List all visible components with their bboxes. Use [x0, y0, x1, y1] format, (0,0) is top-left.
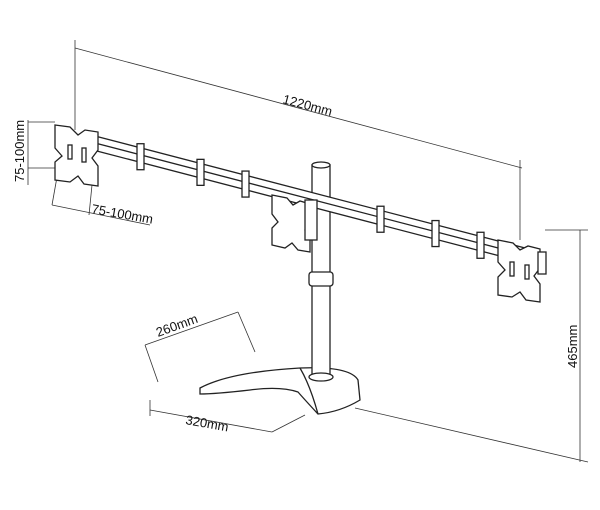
cable-clip: [431, 219, 440, 248]
vesa-plate-center: [271, 194, 318, 253]
base-dimension-lines: [144, 311, 306, 433]
width-dimension-line: [74, 40, 523, 240]
height-label: 465mm: [565, 325, 580, 368]
vesa-dimension-lines: [27, 120, 151, 226]
cable-clip: [136, 143, 145, 171]
cable-clip: [376, 205, 385, 233]
base: [199, 367, 361, 415]
cable-clip: [241, 170, 250, 198]
vesa-horizontal-label: 75-100mm: [90, 201, 154, 227]
height-dimension-line: [354, 229, 589, 463]
total-width-label: 1220mm: [281, 91, 334, 119]
cable-clip: [196, 158, 205, 186]
vesa-vertical-label: 75-100mm: [12, 120, 27, 182]
vesa-plate-left: [54, 124, 99, 187]
base-depth-label: 260mm: [154, 311, 200, 340]
vesa-plate-right: [497, 239, 547, 303]
cable-clip: [476, 231, 485, 259]
base-width-label: 320mm: [184, 412, 229, 434]
